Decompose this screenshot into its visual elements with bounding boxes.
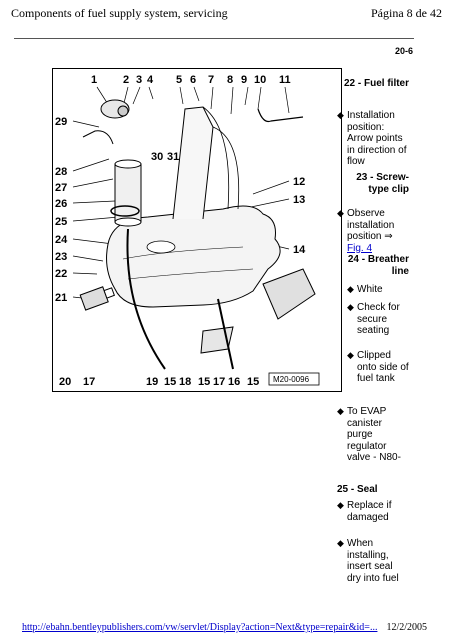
fig-4-link[interactable]: Fig. 4 bbox=[347, 242, 373, 254]
callout-1: 1 bbox=[91, 74, 97, 86]
svg-text:26: 26 bbox=[55, 198, 67, 210]
svg-text:18: 18 bbox=[179, 376, 191, 388]
svg-text:12: 12 bbox=[293, 176, 305, 188]
header-divider bbox=[14, 38, 414, 39]
svg-text:4: 4 bbox=[147, 74, 154, 86]
diamond-bullet-icon: ◆ bbox=[347, 350, 354, 360]
item-25-heading: 25 - Seal bbox=[337, 484, 378, 495]
svg-text:15: 15 bbox=[198, 376, 210, 388]
page-number: Página 8 de 42 bbox=[371, 6, 442, 20]
item-22-heading: 22 - Fuel filter bbox=[343, 78, 409, 89]
svg-text:8: 8 bbox=[227, 74, 233, 86]
figure-code: M20-0096 bbox=[273, 375, 310, 384]
diamond-bullet-icon: ◆ bbox=[337, 208, 344, 218]
right-arrow-icon: ⇒ bbox=[384, 231, 393, 242]
svg-text:30: 30 bbox=[151, 151, 163, 163]
svg-text:29: 29 bbox=[55, 116, 67, 128]
svg-text:23: 23 bbox=[55, 251, 67, 263]
diamond-bullet-icon: ◆ bbox=[337, 538, 344, 548]
svg-text:17: 17 bbox=[83, 376, 95, 388]
svg-text:3: 3 bbox=[136, 74, 142, 86]
page-header: Components of fuel supply system, servic… bbox=[11, 6, 442, 24]
svg-text:5: 5 bbox=[176, 74, 182, 86]
diamond-bullet-icon: ◆ bbox=[337, 500, 344, 510]
svg-text:14: 14 bbox=[293, 244, 306, 256]
document-title: Components of fuel supply system, servic… bbox=[11, 6, 228, 20]
svg-text:20: 20 bbox=[59, 376, 71, 388]
svg-text:7: 7 bbox=[208, 74, 214, 86]
svg-text:15: 15 bbox=[164, 376, 176, 388]
diamond-bullet-icon: ◆ bbox=[347, 302, 354, 312]
svg-text:22: 22 bbox=[55, 268, 67, 280]
svg-text:17: 17 bbox=[213, 376, 225, 388]
svg-text:24: 24 bbox=[55, 234, 68, 246]
svg-text:13: 13 bbox=[293, 194, 305, 206]
print-date: 12/2/2005 bbox=[386, 622, 427, 633]
svg-text:28: 28 bbox=[55, 166, 67, 178]
item-24-heading: 24 - Breather line bbox=[347, 254, 409, 277]
svg-text:27: 27 bbox=[55, 182, 67, 194]
svg-text:9: 9 bbox=[241, 74, 247, 86]
svg-text:15: 15 bbox=[247, 376, 259, 388]
svg-text:31: 31 bbox=[167, 151, 179, 163]
svg-text:16: 16 bbox=[228, 376, 240, 388]
svg-text:6: 6 bbox=[190, 74, 196, 86]
source-url-link[interactable]: http://ebahn.bentleypublishers.com/vw/se… bbox=[22, 622, 378, 633]
item-23-heading: 23 - Screw-type clip bbox=[356, 172, 409, 195]
svg-text:2: 2 bbox=[123, 74, 129, 86]
diamond-bullet-icon: ◆ bbox=[347, 284, 354, 294]
svg-text:11: 11 bbox=[279, 74, 291, 86]
diamond-bullet-icon: ◆ bbox=[337, 406, 344, 416]
svg-text:10: 10 bbox=[254, 74, 266, 86]
diamond-bullet-icon: ◆ bbox=[337, 110, 344, 120]
svg-text:19: 19 bbox=[146, 376, 158, 388]
svg-text:25: 25 bbox=[55, 216, 67, 228]
svg-text:21: 21 bbox=[55, 292, 67, 304]
section-number: 20-6 bbox=[394, 46, 413, 56]
